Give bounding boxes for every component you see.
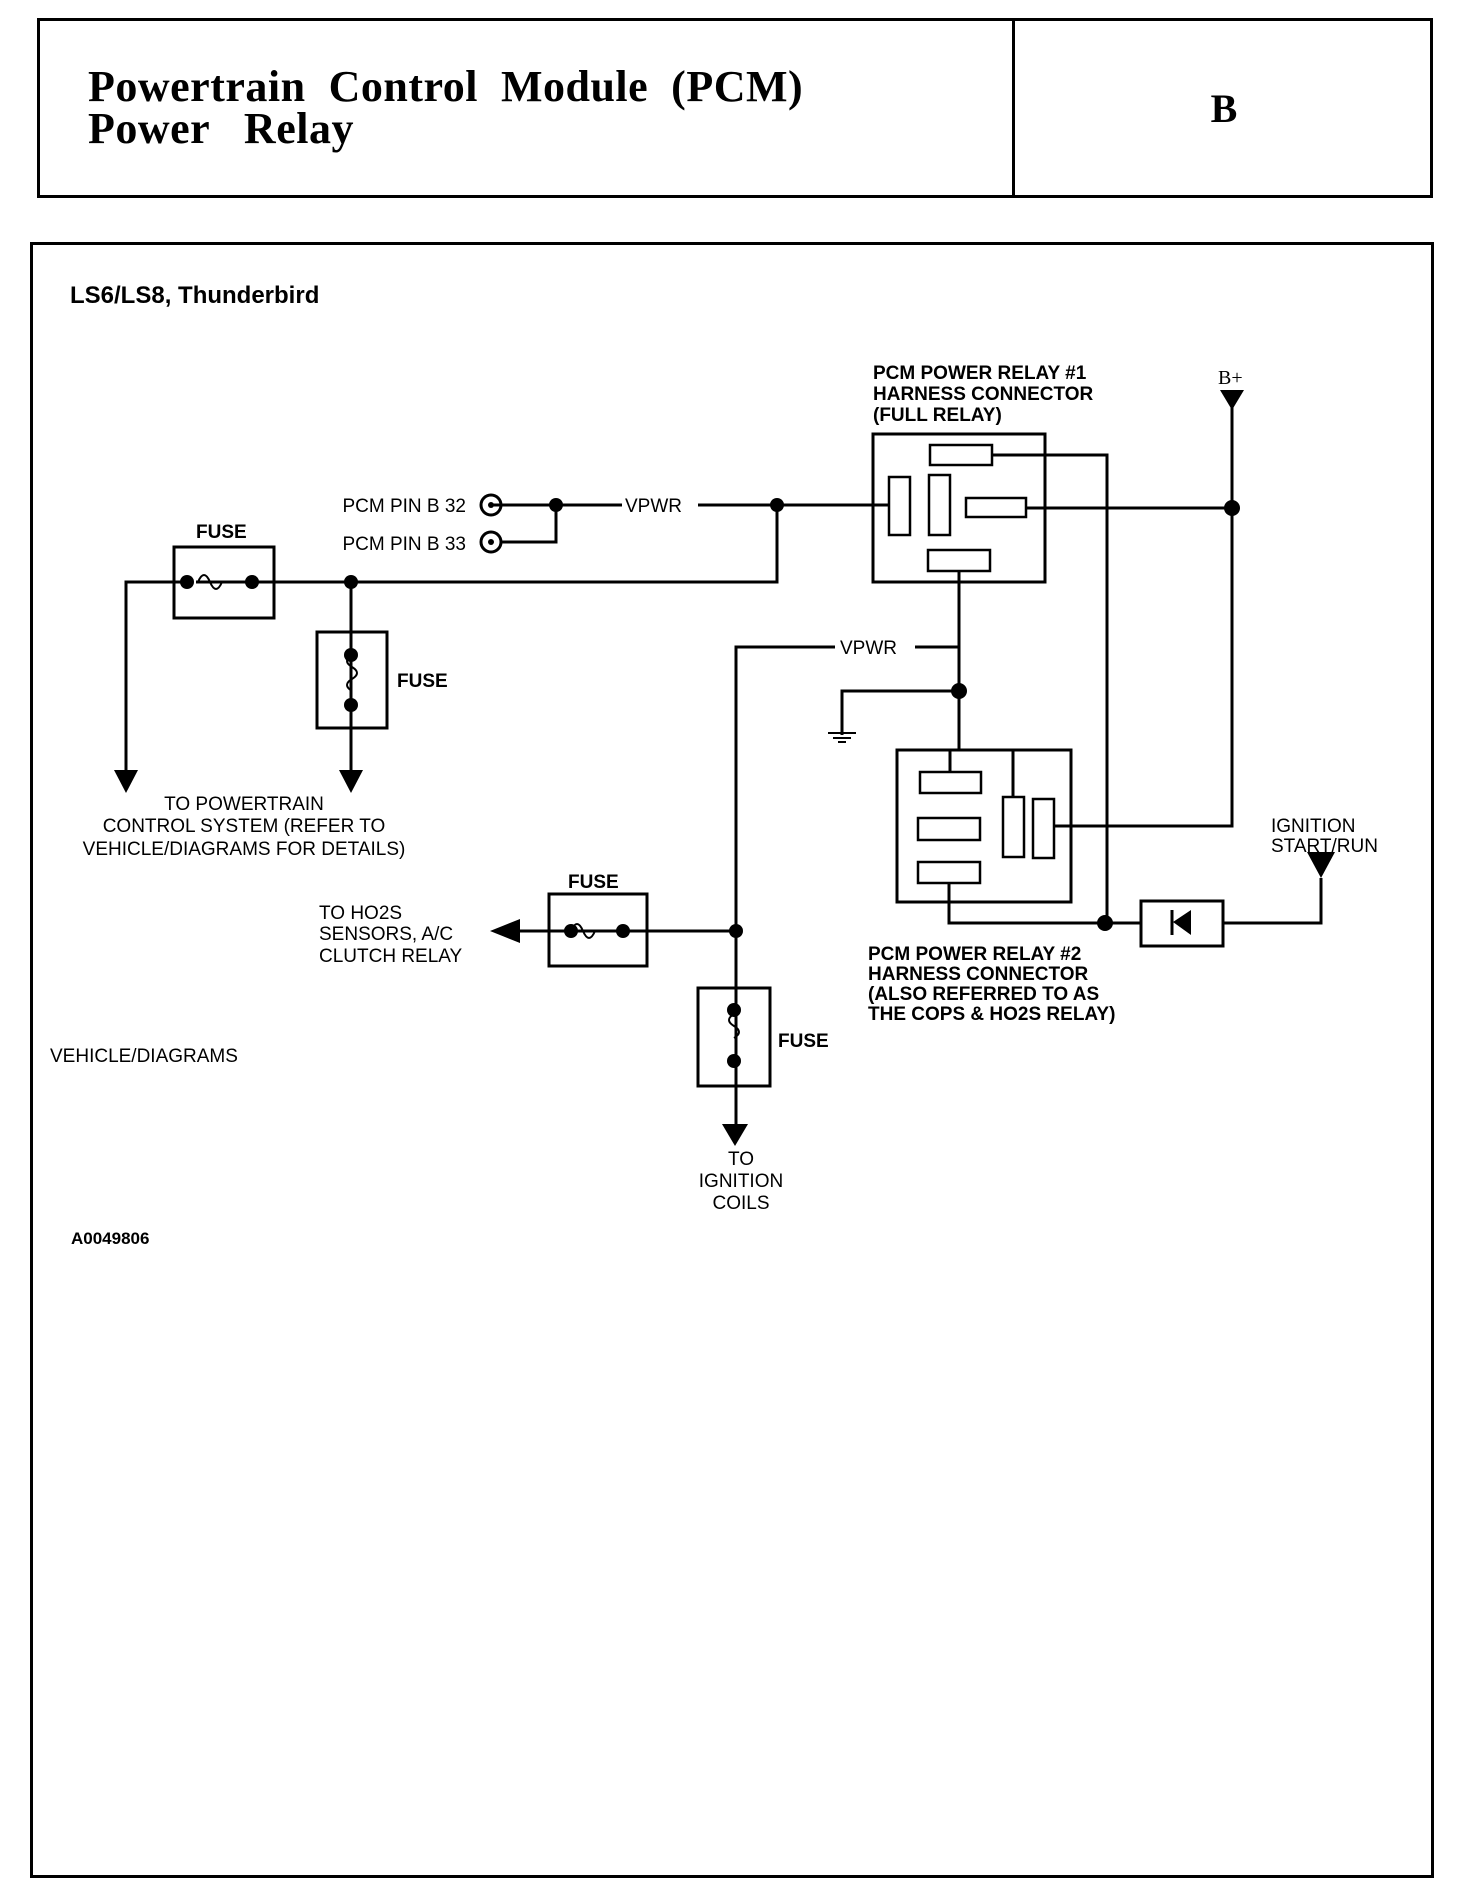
fuse-3-terminal-left (564, 924, 578, 938)
wire-pin-b33 (501, 505, 558, 544)
relay2-pin-2 (916, 816, 982, 842)
fuse-1-terminal-right (245, 575, 259, 589)
powertrain-note-line1: TO POWERTRAIN (164, 794, 324, 815)
page-title: Powertrain Control Module (PCM)Power Rel… (88, 62, 804, 153)
relay1-pin-right (964, 496, 1028, 519)
header-box (37, 18, 1433, 198)
ho2s-note-line3: CLUTCH RELAY (319, 946, 463, 967)
fuse-1-label: FUSE (196, 522, 247, 543)
fuse-2-box (315, 630, 389, 730)
junction-ho2s (729, 924, 743, 938)
relay1-pin-middle (927, 473, 952, 537)
vpwr-label-top: VPWR (625, 496, 682, 517)
pin-b32-icon (479, 493, 503, 517)
relay1-label-line2: HARNESS CONNECTOR (873, 384, 1094, 405)
ignition-label-line1: IGNITION (1271, 816, 1355, 837)
figure-id: A0049806 (71, 1229, 149, 1248)
vehicle-diagrams-note: VEHICLE/DIAGRAMS (50, 1046, 238, 1067)
fuse-2-terminal-top (344, 648, 358, 662)
pin-b33-icon (479, 530, 503, 554)
fuse-1-box (172, 545, 276, 620)
arrow-down-icon (339, 770, 363, 793)
ho2s-note-line1: TO HO2S (319, 903, 402, 924)
wire-bplus-bus (1054, 390, 1234, 828)
battery-label: B+ (1218, 367, 1243, 389)
fuse-2-label: FUSE (397, 671, 448, 692)
powertrain-note-line3: VEHICLE/DIAGRAMS FOR DETAILS) (83, 839, 406, 860)
relay1-pin-left (887, 475, 912, 537)
relay2-label-line2: HARNESS CONNECTOR (868, 964, 1089, 985)
fuse-3-box (547, 892, 649, 968)
coils-note-line1: TO (728, 1149, 754, 1170)
powertrain-note-line2: CONTROL SYSTEM (REFER TO (103, 816, 386, 837)
arrow-left-icon (490, 919, 520, 943)
junction-relay2 (1097, 915, 1113, 931)
title-line-1: Powertrain Control Module (PCM) (88, 62, 804, 111)
ignition-arrow-icon (1307, 852, 1335, 878)
diode-icon (1173, 910, 1191, 935)
pin-b32-label: PCM PIN B 32 (342, 496, 466, 517)
fuse-4-terminal-bottom (727, 1054, 741, 1068)
wire-ground (840, 689, 959, 735)
ignition-label-line2: START/RUN (1271, 836, 1378, 857)
relay1-label-line1: PCM POWER RELAY #1 (873, 363, 1087, 384)
fuse-4-terminal-top (727, 1003, 741, 1017)
arrow-down-icon (114, 770, 138, 793)
relay2-label-line4: THE COPS & HO2S RELAY) (868, 1004, 1115, 1025)
relay2-pin-1 (918, 770, 983, 795)
coils-note-line2: IGNITION (699, 1171, 783, 1192)
fuse-4-icon (728, 1013, 740, 1039)
diagram-frame (30, 242, 1434, 1878)
junction-fuse2 (344, 575, 358, 589)
relay2-pin-4 (1001, 795, 1026, 859)
relay2-pin-5 (1031, 797, 1056, 860)
wire-main-feed (124, 505, 779, 770)
pin-b33-center (488, 539, 494, 545)
relay1-label-line3: (FULL RELAY) (873, 405, 1002, 426)
fuse-4-label: FUSE (778, 1031, 829, 1052)
wire-relay1-to-relay2 (992, 453, 1109, 923)
fuse-2-icon (346, 654, 358, 692)
title-line-2: Power Relay (88, 104, 354, 153)
relay2-label-line1: PCM POWER RELAY #2 (868, 944, 1081, 965)
wire-relay2-bottom (947, 883, 1141, 925)
diode-box (1139, 899, 1225, 948)
fuse-1-terminal-left (180, 575, 194, 589)
header-divider (1012, 18, 1015, 198)
relay2-label-line3: (ALSO REFERRED TO AS (868, 984, 1099, 1005)
junction-pins (549, 498, 563, 512)
pin-b32-center (488, 502, 494, 508)
vpwr-label-mid: VPWR (840, 638, 897, 659)
pin-b33-label: PCM PIN B 33 (342, 534, 466, 555)
relay2-pin-3 (916, 860, 982, 885)
relay1-pin-top (928, 443, 994, 467)
junction-bplus (1224, 500, 1240, 516)
wire-ignition (1223, 878, 1323, 925)
fuse-1-icon (197, 574, 223, 590)
fuse-3-label: FUSE (568, 872, 619, 893)
junction-ground (951, 683, 967, 699)
diagram-subtitle: LS6/LS8, Thunderbird (70, 282, 319, 309)
ho2s-note-line2: SENSORS, A/C (319, 924, 453, 945)
relay1-pin-bottom (926, 548, 992, 573)
fuse-2-terminal-bottom (344, 698, 358, 712)
section-letter: B (1210, 85, 1238, 131)
fuse-4-box (696, 986, 772, 1088)
bplus-arrow-icon (1220, 390, 1244, 410)
arrow-down-icon (722, 1124, 748, 1146)
fuse-3-terminal-right (616, 924, 630, 938)
coils-note-line3: COILS (712, 1193, 769, 1214)
